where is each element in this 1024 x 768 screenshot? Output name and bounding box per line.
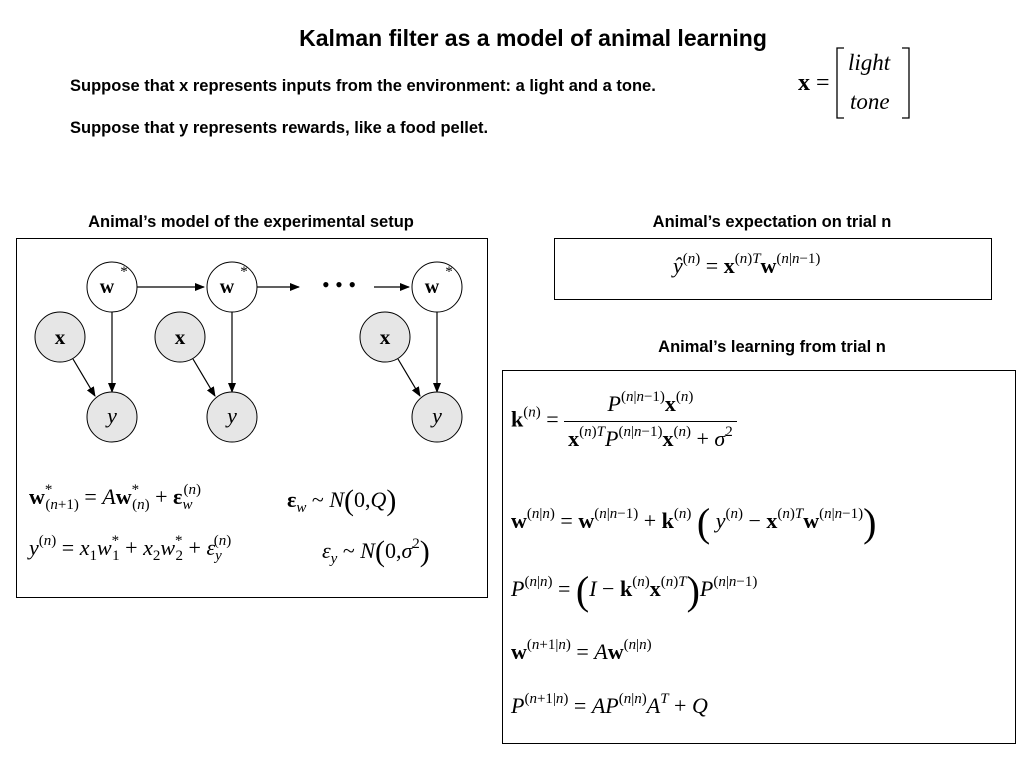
learning-panel: k(n) = P(n|n−1)x(n) x(n)TP(n|n−1)x(n) + …	[502, 370, 1016, 744]
expectation-panel: ŷ(n) = x(n)Tw(n|n−1)	[554, 238, 992, 300]
w-node	[206, 261, 258, 313]
x-vector-entry-tone: tone	[850, 89, 890, 114]
w-node	[411, 261, 463, 313]
intro-line-y: Suppose that y represents rewards, like …	[70, 119, 489, 137]
x-node	[34, 311, 86, 363]
x-node	[154, 311, 206, 363]
x-vector-lhs: x	[798, 70, 810, 96]
x-to-y-arrow	[192, 358, 216, 397]
chain-ellipsis: • • •	[322, 272, 356, 297]
w-node	[86, 261, 138, 313]
page-title: Kalman filter as a model of animal learn…	[299, 25, 767, 51]
x-vector-brackets	[836, 47, 910, 119]
intro-line-x: Suppose that x represents inputs from th…	[70, 77, 656, 95]
x-to-y-arrow	[72, 358, 96, 397]
x-node-label: x	[175, 325, 186, 349]
model-panel: • • • w * w * w * x x x y y y w*(n+1)	[16, 238, 488, 598]
expectation-equation: ŷ(n) = x(n)Tw(n|n−1)	[673, 251, 821, 279]
x-node-label: x	[55, 325, 66, 349]
covariance-predict-equation: P(n+1|n) = AP(n|n)AT + Q	[511, 691, 708, 719]
covariance-update-equation: P(n|n) = (I − k(n)x(n)T)P(n|n−1)	[511, 568, 758, 613]
y-node	[86, 391, 138, 443]
model-panel-heading: Animal’s model of the experimental setup	[88, 213, 414, 231]
w-node-label: w	[100, 276, 115, 298]
y-node-label: y	[430, 403, 442, 428]
x-node-label: x	[380, 325, 391, 349]
x-to-y-arrow	[397, 358, 421, 397]
learning-panel-heading: Animal’s learning from trial n	[658, 338, 886, 356]
y-node-label: y	[225, 403, 237, 428]
x-vector-entry-light: light	[848, 50, 891, 75]
w-node-label: w	[425, 276, 440, 298]
w-node-star: *	[240, 264, 248, 280]
graphical-model-diagram: • • • w * w * w * x x x y y y	[34, 261, 463, 443]
y-node-label: y	[105, 403, 117, 428]
weight-predict-equation: w(n+1|n) = Aw(n|n)	[511, 637, 652, 665]
w-node-star: *	[445, 264, 453, 280]
w-node-star: *	[120, 264, 128, 280]
y-node	[206, 391, 258, 443]
w-node-label: w	[220, 276, 235, 298]
weight-update-equation: w(n|n) = w(n|n−1) + k(n) ( y(n) − x(n)Tw…	[511, 500, 877, 545]
kalman-gain-equation: k(n) = P(n|n−1)x(n) x(n)TP(n|n−1)x(n) + …	[511, 390, 737, 452]
x-node	[359, 311, 411, 363]
expectation-panel-heading: Animal’s expectation on trial n	[652, 213, 892, 231]
y-node	[411, 391, 463, 443]
